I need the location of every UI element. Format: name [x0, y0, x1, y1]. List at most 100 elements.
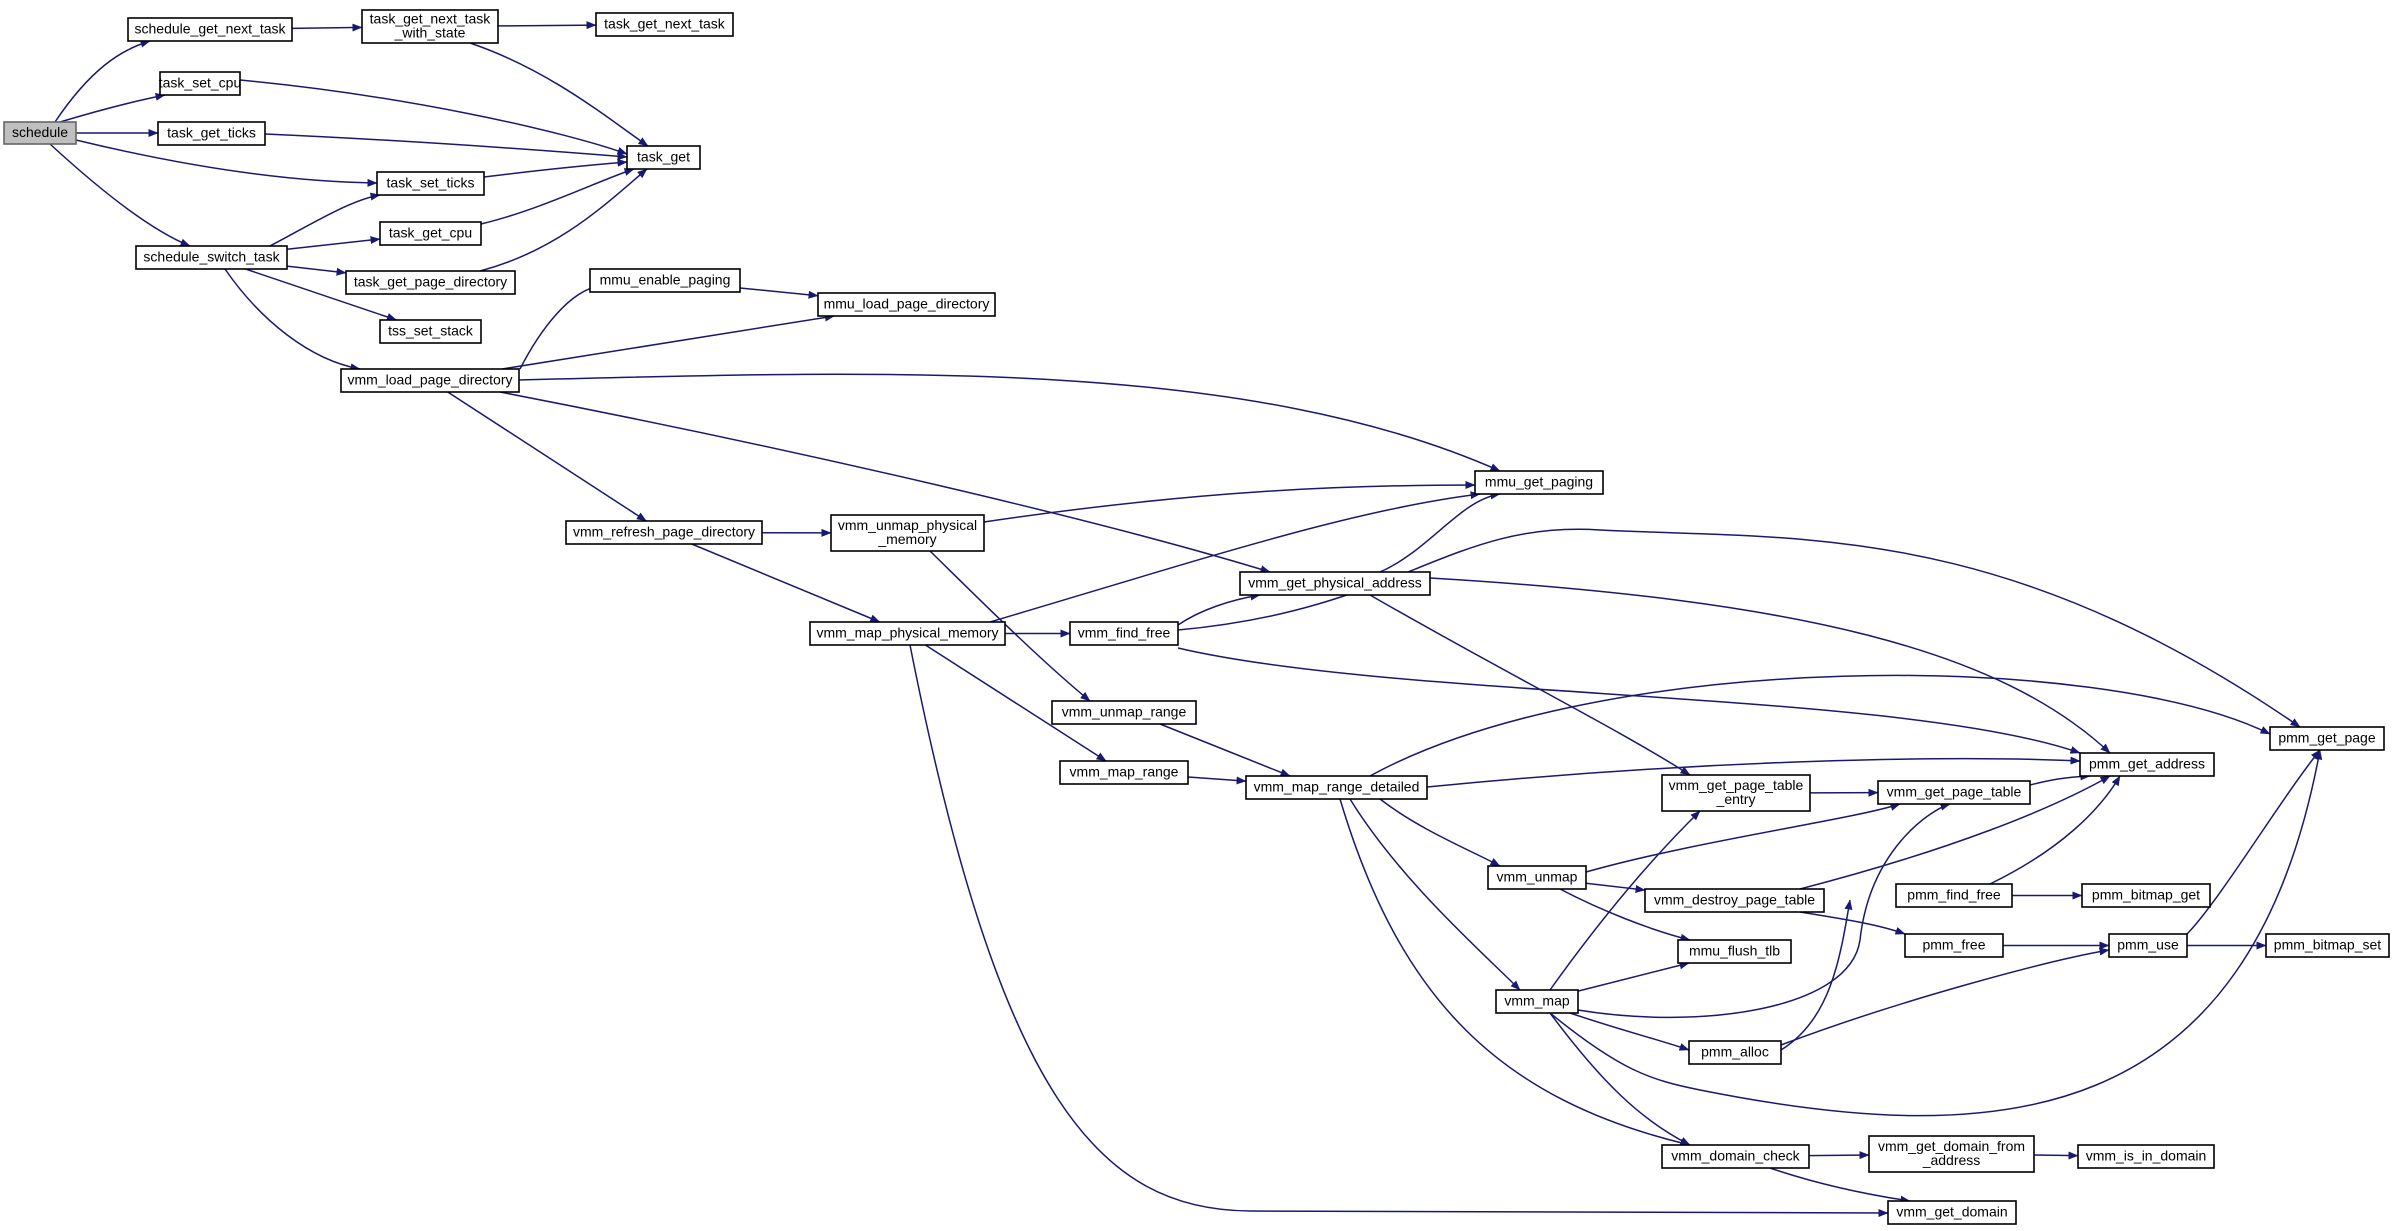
node-task_set_ticks[interactable]: task_set_ticks	[376, 171, 485, 196]
node-vmm_map_physical_memory[interactable]: vmm_map_physical_memory	[809, 621, 1006, 646]
node-tss_set_stack[interactable]: tss_set_stack	[379, 319, 482, 344]
node-mmu_enable_paging[interactable]: mmu_enable_paging	[589, 268, 741, 293]
node-pmm_get_page[interactable]: pmm_get_page	[2269, 726, 2385, 751]
edge-vmm_map_range_detailed-to-vmm_map	[1349, 798, 1521, 991]
edge-vmm_load_page_directory-to-vmm_get_physical_address	[499, 391, 1271, 574]
node-label: pmm_free	[1922, 937, 1985, 953]
edge-task_set_ticks-to-task_get	[483, 158, 628, 178]
node-box	[1239, 571, 1431, 596]
node-mmu_load_page_directory[interactable]: mmu_load_page_directory	[817, 292, 996, 317]
node-schedule_get_next_task[interactable]: schedule_get_next_task	[127, 17, 293, 42]
node-task_get_next_task_with_state[interactable]: task_get_next_task_with_state	[361, 9, 499, 44]
node-box	[2265, 933, 2390, 958]
edge-vmm_refresh_page_directory-to-vmm_map_physical_memory	[691, 543, 881, 623]
node-box	[1677, 939, 1792, 964]
edge-vmm_get_physical_address-to-pmm_get_address	[1429, 577, 2111, 754]
node-vmm_load_page_directory[interactable]: vmm_load_page_directory	[340, 368, 520, 393]
nodes-layer: schedule schedule_get_next_task task_get_n…	[3, 9, 2390, 1225]
node-schedule_switch_task[interactable]: schedule_switch_task	[135, 245, 288, 270]
node-box	[2108, 933, 2188, 958]
node-box	[379, 319, 482, 344]
node-task_get_next_task[interactable]: task_get_next_task	[595, 12, 734, 37]
edge-vmm_unmap_range-to-vmm_map_range_detailed	[1159, 723, 1291, 777]
node-task_get_ticks[interactable]: task_get_ticks	[157, 121, 266, 146]
node-vmm_get_domain[interactable]: vmm_get_domain	[1887, 1200, 2017, 1225]
node-vmm_domain_check[interactable]: vmm_domain_check	[1661, 1144, 1810, 1169]
node-label: vmm_get_page_table	[1669, 777, 1804, 793]
node-vmm_get_physical_address[interactable]: vmm_get_physical_address	[1239, 571, 1431, 596]
node-box	[1688, 1040, 1782, 1065]
edge-schedule_switch_task-to-task_get_cpu	[286, 236, 381, 250]
node-label: task_get_next_task	[370, 11, 492, 27]
node-box	[1868, 1135, 2035, 1173]
node-pmm_free[interactable]: pmm_free	[1904, 933, 2004, 958]
node-vmm_get_page_table[interactable]: vmm_get_page_table	[1877, 780, 2031, 805]
edge-pmm_find_free-to-pmm_get_address	[1989, 775, 2121, 885]
node-task_set_cpu[interactable]: task_set_cpu	[159, 71, 242, 96]
node-vmm_map_range_detailed[interactable]: vmm_map_range_detailed	[1245, 775, 1428, 800]
node-task_get_cpu[interactable]: task_get_cpu	[379, 221, 482, 246]
node-vmm_get_page_table_entry[interactable]: vmm_get_page_table_entry	[1661, 774, 1811, 812]
node-label: _memory	[877, 531, 936, 547]
node-box	[809, 621, 1006, 646]
edge-vmm_find_free-to-pmm_get_page	[1177, 528, 2301, 728]
node-box	[2269, 726, 2385, 751]
node-box	[1887, 1200, 2017, 1225]
edge-pmm_alloc-to-pmm_find_free	[1780, 899, 1853, 1051]
node-box	[830, 514, 985, 552]
node-label: tss_set_stack	[388, 323, 474, 339]
node-label: vmm_unmap_physical	[838, 517, 977, 533]
edge-vmm_unmap_physical_memory-to-mmu_get_paging	[983, 481, 1476, 523]
node-vmm_unmap_range[interactable]: vmm_unmap_range	[1051, 700, 1197, 725]
node-box	[589, 268, 741, 293]
edge-task_get_page_directory-to-task_get	[479, 168, 648, 272]
node-vmm_is_in_domain[interactable]: vmm_is_in_domain	[2077, 1144, 2215, 1169]
edge-pmm_use-to-pmm_get_page	[2186, 749, 2321, 935]
node-vmm_map[interactable]: vmm_map	[1495, 989, 1579, 1014]
node-vmm_get_domain_from_address[interactable]: vmm_get_domain_from_address	[1868, 1135, 2035, 1173]
edge-schedule_switch_task-to-vmm_load_page_directory	[224, 268, 361, 372]
edges-layer	[49, 21, 2323, 1217]
node-schedule[interactable]: schedule	[3, 121, 77, 145]
node-vmm_map_range[interactable]: vmm_map_range	[1059, 760, 1189, 785]
node-pmm_find_free[interactable]: pmm_find_free	[1895, 883, 2013, 908]
node-label: vmm_get_page_table	[1887, 784, 2022, 800]
node-pmm_bitmap_set[interactable]: pmm_bitmap_set	[2265, 933, 2390, 958]
node-box	[2077, 1144, 2215, 1169]
node-vmm_refresh_page_directory[interactable]: vmm_refresh_page_directory	[565, 520, 763, 545]
node-label: task_get	[637, 149, 690, 165]
node-mmu_flush_tlb[interactable]: mmu_flush_tlb	[1677, 939, 1792, 964]
node-box	[376, 171, 485, 196]
edge-schedule_get_next_task-to-task_get_next_task_with_state	[291, 23, 363, 32]
node-pmm_bitmap_get[interactable]: pmm_bitmap_get	[2081, 883, 2211, 908]
node-box	[1895, 883, 2013, 908]
node-label: vmm_get_domain_from	[1878, 1138, 2025, 1154]
node-box	[565, 520, 763, 545]
node-vmm_unmap_physical_memory[interactable]: vmm_unmap_physical_memory	[830, 514, 985, 552]
node-box	[345, 270, 516, 295]
node-label: vmm_destroy_page_table	[1654, 892, 1815, 908]
node-label: vmm_find_free	[1078, 625, 1171, 641]
edge-vmm_map_range_detailed-to-pmm_get_page	[1369, 674, 2271, 777]
node-pmm_get_address[interactable]: pmm_get_address	[2079, 752, 2215, 777]
edge-vmm_unmap-to-mmu_flush_tlb	[1559, 888, 1691, 942]
node-task_get[interactable]: task_get	[626, 145, 701, 170]
node-vmm_destroy_page_table[interactable]: vmm_destroy_page_table	[1644, 888, 1825, 913]
edge-task_get_next_task_with_state-to-task_get	[469, 42, 649, 147]
node-label: pmm_use	[2117, 937, 2179, 953]
node-pmm_use[interactable]: pmm_use	[2108, 933, 2188, 958]
node-vmm_unmap[interactable]: vmm_unmap	[1487, 865, 1587, 890]
node-box	[1051, 700, 1197, 725]
node-box	[1877, 780, 2031, 805]
node-label: vmm_map	[1504, 993, 1570, 1009]
edge-schedule-to-schedule_switch_task	[49, 143, 191, 247]
node-label: vmm_map_range_detailed	[1254, 779, 1420, 795]
node-label: schedule	[12, 124, 68, 140]
node-vmm_find_free[interactable]: vmm_find_free	[1069, 621, 1179, 646]
node-pmm_alloc[interactable]: pmm_alloc	[1688, 1040, 1782, 1065]
node-label: pmm_bitmap_get	[2092, 887, 2200, 903]
node-mmu_get_paging[interactable]: mmu_get_paging	[1474, 470, 1604, 495]
node-label: mmu_get_paging	[1485, 474, 1593, 490]
node-task_get_page_directory[interactable]: task_get_page_directory	[345, 270, 516, 295]
node-label: pmm_alloc	[1701, 1044, 1769, 1060]
